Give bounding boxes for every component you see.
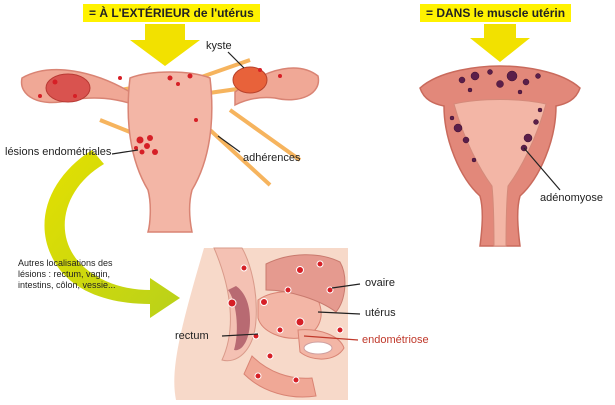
label-adherences: adhérences: [243, 152, 301, 164]
cyst: [232, 66, 268, 94]
label-lesions: lésions endométriales: [5, 146, 112, 158]
note-autres-localisations: Autres localisations des lésions : rectu…: [18, 258, 116, 290]
leader-lines-bottom: [221, 283, 361, 341]
label-endometriose: endométriose: [362, 334, 429, 346]
down-arrow-left: [130, 24, 200, 66]
label-rectum: rectum: [175, 330, 209, 342]
uterus-adenomyosis-diagram: [419, 65, 581, 247]
down-arrow-right: [470, 24, 530, 62]
uterus-external-diagram: [20, 58, 320, 233]
pelvis-sagittal-diagram: [174, 247, 348, 400]
label-kyste: kyste: [206, 40, 232, 52]
banner-exterieur: = À L'EXTÉRIEUR de l'utérus: [83, 4, 260, 22]
leader-line-adenomyose: [523, 147, 561, 191]
banner-dans: = DANS le muscle utérin: [420, 4, 572, 22]
curved-arrow: [44, 150, 180, 318]
label-ovaire: ovaire: [365, 277, 395, 289]
leader-lines-left: [111, 51, 245, 155]
label-adenomyose: adénomyose: [540, 192, 603, 204]
label-uterus: utérus: [365, 307, 396, 319]
